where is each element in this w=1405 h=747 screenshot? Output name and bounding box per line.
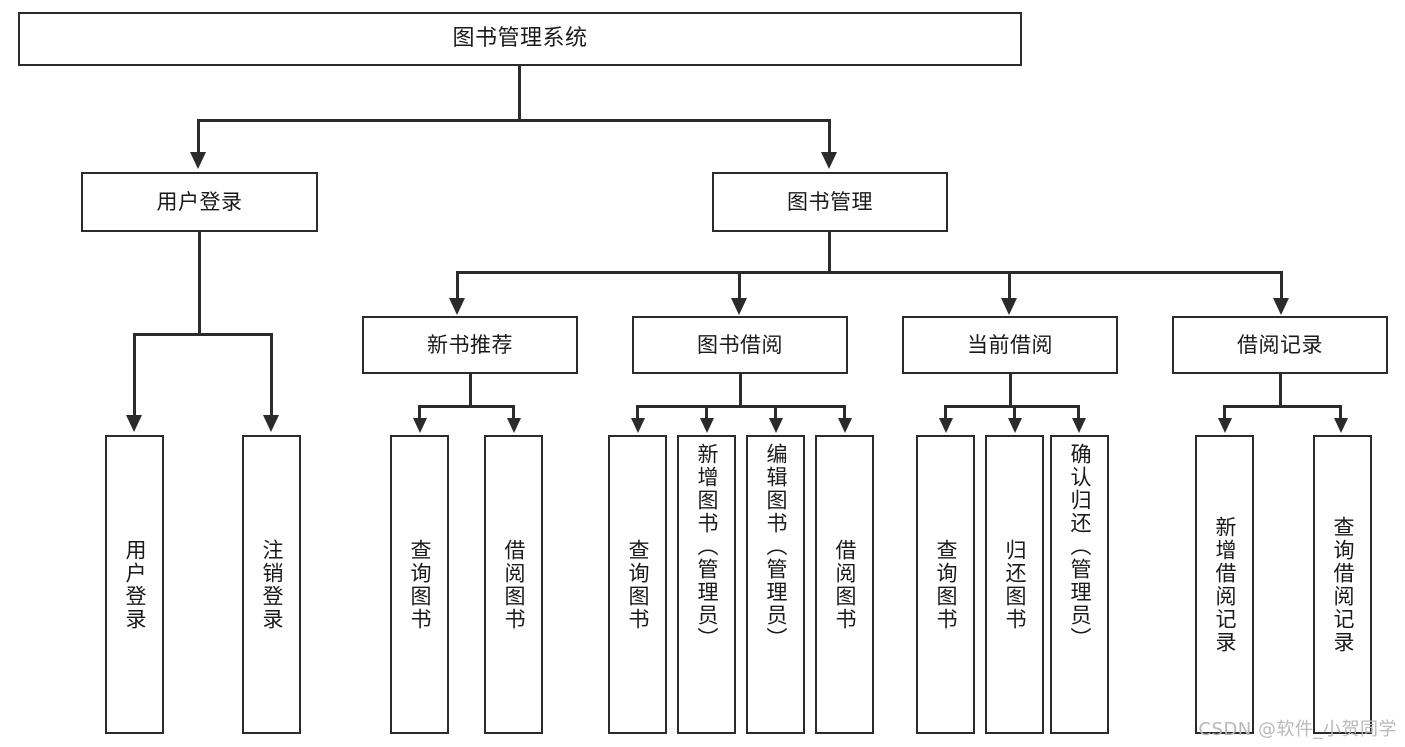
node-leaf-logout-login[interactable]: 注销登录 (242, 435, 301, 734)
edge-borrow-record-stem (1279, 374, 1282, 407)
edge-to-borrow-record (1280, 271, 1283, 299)
node-current-borrow[interactable]: 当前借阅 (902, 316, 1118, 374)
node-label: 用户登录 (156, 189, 243, 214)
arrow-to-new-book-recommend (449, 298, 465, 315)
arrow-leaf-query-book-1 (413, 418, 427, 433)
edge-bb-drop-3 (774, 405, 777, 419)
edge-book-management-stem (828, 232, 831, 273)
node-leaf-query-book-1[interactable]: 查询图书 (390, 435, 449, 734)
node-book-management[interactable]: 图书管理 (712, 172, 948, 232)
node-label: 借阅图书 (501, 538, 526, 631)
node-leaf-query-book-3[interactable]: 查询图书 (916, 435, 975, 734)
node-borrow-record[interactable]: 借阅记录 (1172, 316, 1388, 374)
node-label: 确认归还（管理员） (1067, 443, 1092, 650)
edge-to-book-borrow (738, 271, 741, 299)
edge-user-login-stem (198, 232, 201, 334)
csdn-watermark: CSDN @软件_小贺同学 (1198, 719, 1397, 740)
node-label: 当前借阅 (967, 332, 1053, 357)
arrow-leaf-edit-book (769, 418, 783, 433)
node-label: 新增图书（管理员） (694, 443, 719, 650)
node-label: 查询图书 (625, 538, 650, 631)
edge-to-new-book-recommend (456, 271, 459, 299)
arrow-to-borrow-record (1273, 298, 1289, 315)
node-label: 借阅图书 (832, 538, 857, 631)
edge-borrow-record-bus (1223, 405, 1342, 408)
node-label: 图书借阅 (697, 332, 783, 357)
edge-nbr-drop-2 (512, 405, 515, 419)
node-label: 查询借阅记录 (1330, 515, 1355, 654)
edge-bb-drop-1 (636, 405, 639, 419)
arrow-leaf-user-login (126, 415, 142, 432)
node-leaf-add-record[interactable]: 新增借阅记录 (1195, 435, 1254, 734)
node-book-borrow[interactable]: 图书借阅 (632, 316, 848, 374)
edge-br-drop-1 (1223, 405, 1226, 419)
edge-new-book-recommend-bus (418, 405, 515, 408)
node-leaf-query-record[interactable]: 查询借阅记录 (1313, 435, 1372, 734)
edge-nbr-drop-1 (418, 405, 421, 419)
arrow-to-user-login (190, 152, 206, 169)
edge-to-user-login (197, 119, 200, 153)
node-label: 编辑图书（管理员） (763, 443, 788, 650)
edge-current-borrow-stem (1009, 374, 1012, 407)
arrow-leaf-logout-login (263, 415, 279, 432)
node-new-book-recommend[interactable]: 新书推荐 (362, 316, 578, 374)
edge-book-borrow-stem (739, 374, 742, 407)
node-leaf-add-book[interactable]: 新增图书（管理员） (677, 435, 736, 734)
edge-root-stem (518, 66, 521, 120)
edge-user-login-drop-1 (133, 333, 136, 416)
edge-current-borrow-bus (944, 405, 1079, 408)
node-label: 新增借阅记录 (1212, 515, 1237, 654)
edge-to-book-management (828, 119, 831, 153)
node-leaf-return-book[interactable]: 归还图书 (985, 435, 1044, 734)
node-label: 注销登录 (259, 538, 284, 631)
arrow-leaf-borrow-book-2 (838, 418, 852, 433)
edge-cb-drop-2 (1013, 405, 1016, 419)
arrow-leaf-add-record (1218, 418, 1232, 433)
node-label: 归还图书 (1002, 538, 1027, 631)
node-leaf-user-login[interactable]: 用户登录 (105, 435, 164, 734)
arrow-leaf-add-book (700, 418, 714, 433)
node-label: 图书管理 (787, 189, 873, 214)
edge-new-book-recommend-stem (469, 374, 472, 407)
edge-bb-drop-4 (843, 405, 846, 419)
edge-book-borrow-bus (636, 405, 845, 408)
arrow-leaf-confirm-return (1072, 418, 1086, 433)
node-label: 用户登录 (122, 538, 147, 631)
arrow-leaf-borrow-book-1 (507, 418, 521, 433)
edge-cb-drop-1 (944, 405, 947, 419)
node-label: 图书管理系统 (452, 26, 588, 52)
node-leaf-confirm-return[interactable]: 确认归还（管理员） (1050, 435, 1109, 734)
node-label: 查询图书 (407, 538, 432, 631)
node-book-management-system[interactable]: 图书管理系统 (18, 12, 1022, 66)
arrow-leaf-query-book-2 (631, 418, 645, 433)
arrow-to-book-borrow (731, 298, 747, 315)
edge-level3-bus (456, 271, 1283, 274)
node-leaf-borrow-book-2[interactable]: 借阅图书 (815, 435, 874, 734)
node-label: 新书推荐 (427, 332, 513, 357)
edge-user-login-drop-2 (270, 333, 273, 416)
node-leaf-borrow-book-1[interactable]: 借阅图书 (484, 435, 543, 734)
arrow-leaf-query-book-3 (939, 418, 953, 433)
edge-level2-bus (197, 119, 831, 122)
edge-to-current-borrow (1008, 271, 1011, 299)
arrow-leaf-return-book (1008, 418, 1022, 433)
arrow-to-current-borrow (1001, 298, 1017, 315)
node-leaf-query-book-2[interactable]: 查询图书 (608, 435, 667, 734)
edge-user-login-bus (133, 333, 273, 336)
node-leaf-edit-book[interactable]: 编辑图书（管理员） (746, 435, 805, 734)
node-label: 查询图书 (933, 538, 958, 631)
edge-cb-drop-3 (1077, 405, 1080, 419)
arrow-to-book-management (821, 152, 837, 169)
edge-br-drop-2 (1339, 405, 1342, 419)
node-user-login[interactable]: 用户登录 (81, 172, 318, 232)
edge-bb-drop-2 (705, 405, 708, 419)
node-label: 借阅记录 (1237, 332, 1323, 357)
arrow-leaf-query-record (1334, 418, 1348, 433)
